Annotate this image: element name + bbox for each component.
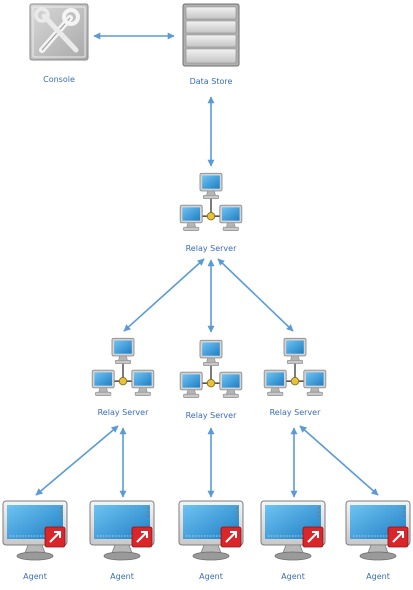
database-server-icon xyxy=(182,3,240,67)
edges xyxy=(35,32,379,498)
node-agent2: Agent xyxy=(89,500,155,581)
node-label: Agent xyxy=(110,572,134,581)
node-label: Agent xyxy=(199,572,223,581)
node-label: Agent xyxy=(366,572,390,581)
edge-relay-top-relay-right xyxy=(217,258,294,332)
edge-relay-top-relay-left xyxy=(123,258,205,332)
network-computers-icon xyxy=(180,173,242,230)
network-computers-icon xyxy=(264,338,326,395)
node-label: Agent xyxy=(281,572,305,581)
node-agent3: Agent xyxy=(178,500,244,581)
node-relay-right: Relay Server xyxy=(264,338,326,417)
edge-relay-right-agent5 xyxy=(299,425,379,496)
node-relay-left: Relay Server xyxy=(92,338,154,417)
node-label: Relay Server xyxy=(186,244,237,253)
agent-monitor-icon xyxy=(260,500,326,561)
node-agent1: Agent xyxy=(2,500,68,581)
agent-monitor-icon xyxy=(2,500,68,561)
agent-monitor-icon xyxy=(345,500,411,561)
agent-monitor-icon xyxy=(89,500,155,561)
console-tools-icon xyxy=(29,3,89,61)
node-datastore: Data Store xyxy=(182,3,240,86)
edge-relay-left-agent1 xyxy=(35,425,119,496)
network-computers-icon xyxy=(180,340,242,397)
agent-monitor-icon xyxy=(178,500,244,561)
node-label: Relay Server xyxy=(270,408,321,417)
node-relay-mid: Relay Server xyxy=(180,340,242,420)
node-label: Relay Server xyxy=(186,411,237,420)
node-label: Console xyxy=(43,75,75,84)
node-relay-top: Relay Server xyxy=(180,173,242,253)
node-agent5: Agent xyxy=(345,500,411,581)
node-console: Console xyxy=(29,3,89,84)
node-label: Relay Server xyxy=(98,408,149,417)
node-agent4: Agent xyxy=(260,500,326,581)
network-computers-icon xyxy=(92,338,154,395)
node-label: Agent xyxy=(23,572,47,581)
node-label: Data Store xyxy=(190,77,233,86)
